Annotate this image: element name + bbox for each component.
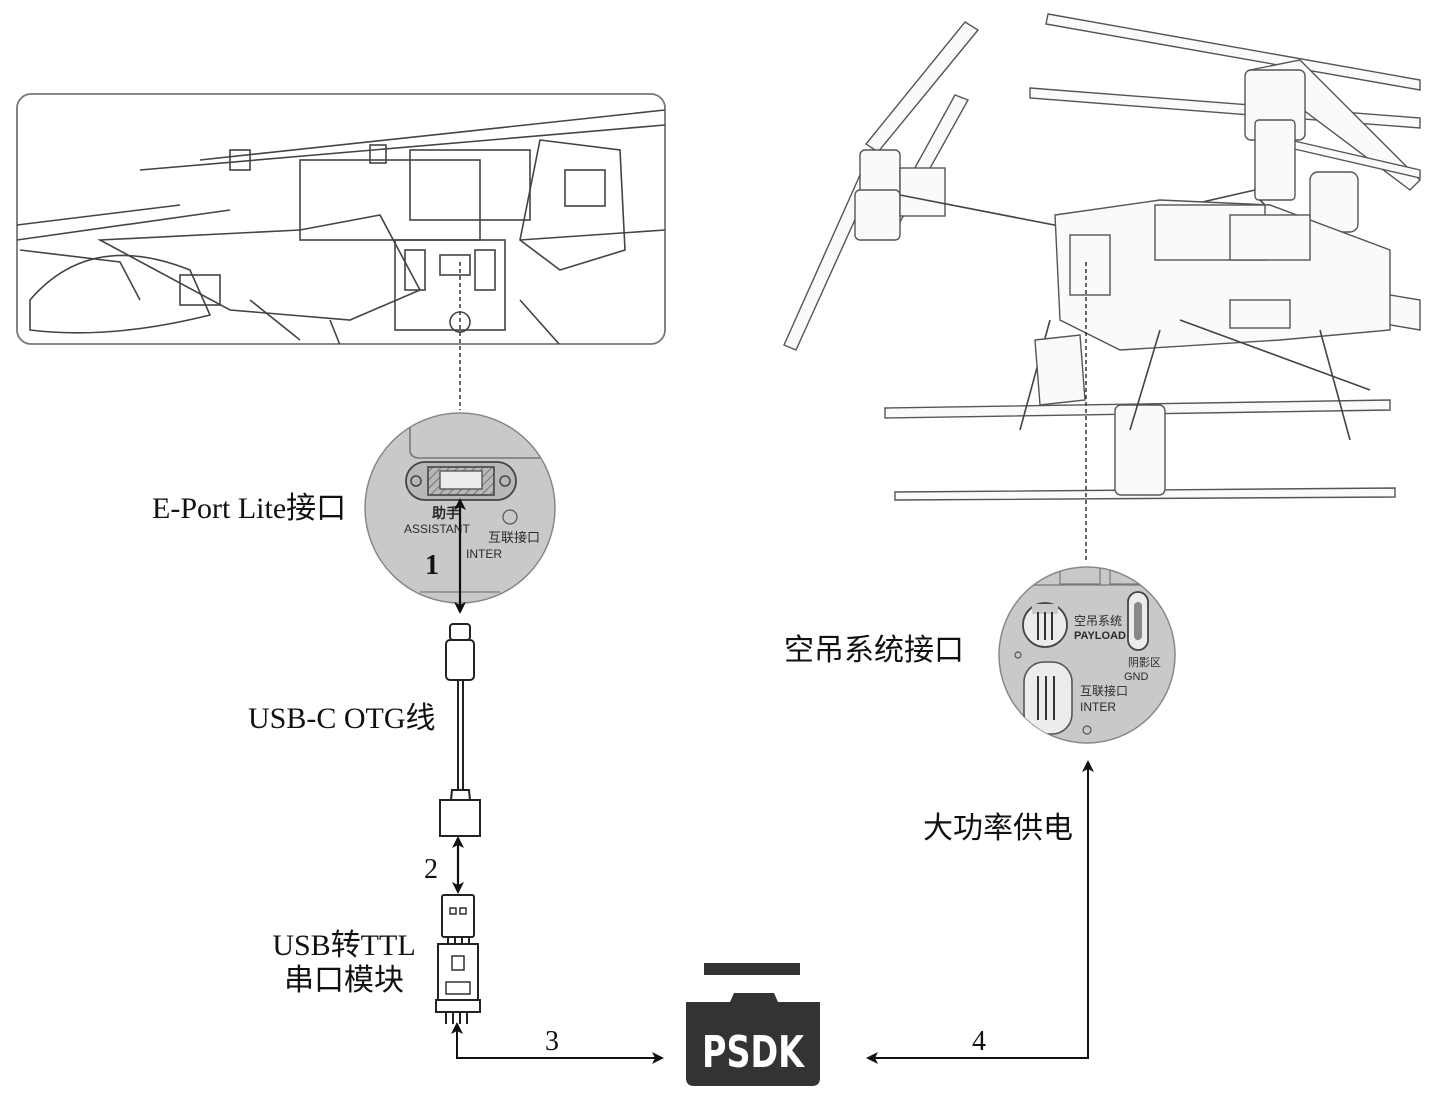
payload-port-label: 空吊系统接口 [784, 634, 964, 667]
usb-ttl-label-line2: 串口模块 [284, 964, 404, 997]
step-4-label: 4 [972, 1026, 986, 1057]
arrow-step-3 [451, 1022, 664, 1064]
port-marking-assistant-cn: 助手 [432, 505, 460, 521]
port-marking-inter-cn: 互联接口 [488, 530, 540, 545]
step-2-label: 2 [424, 854, 438, 885]
port-marking-gnd-en: GND [1124, 671, 1149, 683]
payload-port-closeup: 空吊系统 PAYLOAD 阴影区 GND 互联接口 INTER [998, 566, 1176, 744]
port-marking-gnd-cn: 阴影区 [1128, 656, 1161, 669]
usb-ttl-module [435, 894, 481, 1024]
step-3-label: 3 [545, 1026, 559, 1057]
power-supply-label: 大功率供电 [923, 812, 1073, 845]
step-1-label: 1 [425, 550, 439, 581]
eport-lite-closeup: 助手 ASSISTANT 互联接口 INTER [364, 412, 556, 604]
psdk-device: PSDK [686, 963, 820, 1086]
port-marking-assistant-en: ASSISTANT [404, 522, 470, 536]
port-marking-inter2-cn: 互联接口 [1080, 683, 1128, 698]
arrow-step-4 [866, 760, 1094, 1064]
usb-c-otg-label: USB-C OTG线 [248, 702, 436, 735]
eport-lite-label: E-Port Lite接口 [152, 492, 346, 525]
port-marking-inter-en: INTER [466, 547, 502, 561]
psdk-label: PSDK [702, 1027, 805, 1078]
usb-c-otg-cable [439, 623, 481, 837]
usb-ttl-label-line1: USB转TTL [272, 929, 415, 962]
drone-closeup-image [16, 93, 666, 345]
drone-illustration [783, 13, 1421, 501]
port-marking-payload-en: PAYLOAD [1074, 630, 1126, 642]
port-marking-inter2-en: INTER [1080, 700, 1116, 714]
port-marking-payload-cn: 空吊系统 [1074, 614, 1122, 628]
